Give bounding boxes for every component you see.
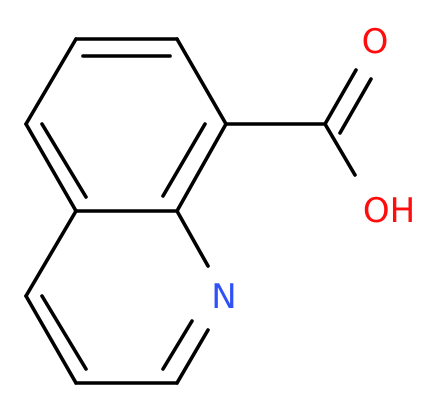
bond-n-c8a xyxy=(175,209,210,268)
double-bond-pyridine-right xyxy=(161,319,194,371)
bond-c4a-c4 xyxy=(24,122,78,213)
bond-carboxyl-o-single xyxy=(323,122,357,177)
bond-c4-c5 xyxy=(24,37,78,126)
bond-c4a-c3 xyxy=(24,209,78,298)
bond-c1-n xyxy=(175,328,210,385)
double-bond-inner-left xyxy=(40,122,88,199)
oxygen-carbonyl-label: O xyxy=(362,22,389,62)
bond-carboxyl-o-double-a xyxy=(323,68,358,126)
hydroxyl-label: OH xyxy=(363,191,415,231)
bond-c3-c2 xyxy=(24,294,78,385)
bond-c7-c8a xyxy=(175,122,228,213)
double-bond-inner-right xyxy=(161,122,207,198)
nitrogen-label: N xyxy=(211,277,236,317)
bond-carboxyl-o-double-b xyxy=(338,77,373,135)
bond-c6-c7 xyxy=(175,37,228,126)
double-bond-pyridine-left xyxy=(40,294,88,371)
